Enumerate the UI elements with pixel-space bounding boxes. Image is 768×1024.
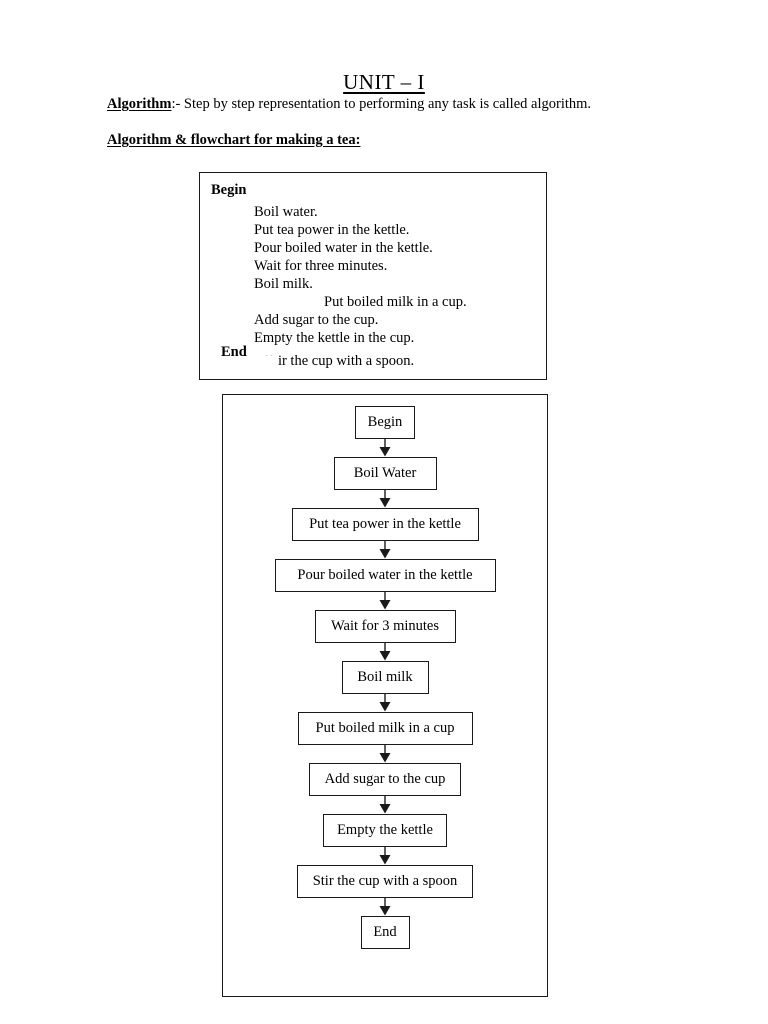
flowchart-arrow-icon (378, 694, 392, 712)
flowchart-node-label: Put boiled milk in a cup (315, 720, 455, 736)
flowchart-arrow-icon (378, 439, 392, 457)
page-title: UNIT – I (0, 70, 768, 95)
flowchart-node: Add sugar to the cup (309, 763, 461, 796)
flowchart-arrow-icon (378, 643, 392, 661)
flowchart-node-label: Add sugar to the cup (324, 771, 446, 787)
flowchart-node-label: Pour boiled water in the kettle (297, 567, 473, 583)
algorithm-definition-text: :- Step by step representation to perfor… (171, 96, 592, 112)
flowchart-arrow-icon (378, 745, 392, 763)
flowchart-node: Stir the cup with a spoon (297, 865, 473, 898)
flowchart-node: Put tea power in the kettle (291, 508, 479, 541)
flowchart-node: Put boiled milk in a cup (297, 712, 473, 745)
flowchart-arrow-icon (378, 541, 392, 559)
flowchart-arrow-icon (378, 490, 392, 508)
flowchart-node-label: Boil milk (357, 669, 413, 685)
flowchart-node: Empty the kettle (323, 814, 447, 847)
algorithm-step: Boil milk. (254, 275, 313, 293)
flowchart-arrow-icon (378, 592, 392, 610)
flowchart-node-label: Put tea power in the kettle (309, 516, 461, 532)
algorithm-begin-label: Begin (211, 182, 247, 198)
algorithm-step-label: Wait for three minutes. (254, 258, 388, 274)
flowchart-node: Pour boiled water in the kettle (274, 559, 496, 592)
flowchart-arrow-icon (378, 847, 392, 865)
algorithm-step: Boil water. (254, 203, 318, 221)
algorithm-step-label: Empty the kettle in the cup. (254, 330, 415, 346)
algorithm-step-label: Boil milk. (254, 276, 313, 292)
algorithm-step: Empty the kettle in the cup. (254, 329, 414, 347)
flowchart-node: Wait for 3 minutes (314, 610, 456, 643)
flowchart-node-label: Boil Water (353, 465, 417, 481)
algorithm-step-label: Add sugar to the cup. (254, 312, 379, 328)
faded-text-artifact: ·· (265, 350, 275, 362)
section-heading: Algorithm & flowchart for making a tea: (107, 132, 361, 148)
flowchart-arrow-icon (378, 898, 392, 916)
algorithm-end-label: End (221, 344, 247, 360)
algorithm-step: Put tea power in the kettle. (254, 221, 409, 239)
flowchart-arrow-icon (378, 796, 392, 814)
flowchart-node: Boil milk (341, 661, 429, 694)
flowchart-node-label: End (373, 924, 397, 940)
algorithm-pseudocode-box: Begin End Boil water. Put tea power in th… (199, 172, 547, 380)
algorithm-step-label: Put boiled milk in a cup. (324, 294, 467, 310)
flowchart-node-label: Empty the kettle (337, 822, 433, 838)
algorithm-step-label: Pour boiled water in the kettle. (254, 240, 433, 256)
flowchart-node: Boil Water (333, 457, 437, 490)
flowchart-node-label: Stir the cup with a spoon (312, 873, 458, 889)
flowchart-node: Begin (355, 406, 415, 439)
flowchart-node-label: Begin (367, 414, 403, 430)
flowchart-node-label: Wait for 3 minutes (331, 618, 439, 634)
algorithm-step: ·· ir the cup with a spoon. (265, 347, 414, 370)
algorithm-definition-term: Algorithm (107, 96, 172, 112)
algorithm-step: Wait for three minutes. (254, 257, 387, 275)
algorithm-step: Add sugar to the cup. (254, 311, 378, 329)
algorithm-definition: Algorithm:- Step by step representation … (107, 96, 591, 113)
algorithm-step-label: Boil water. (254, 204, 318, 220)
page-title-text: UNIT – I (343, 70, 425, 94)
algorithm-step: Put boiled milk in a cup. (324, 293, 467, 311)
algorithm-step: Pour boiled water in the kettle. (254, 239, 433, 257)
flowchart-node: End (360, 916, 410, 949)
algorithm-step-label: Put tea power in the kettle. (254, 222, 410, 238)
algorithm-step-label: ir the cup with a spoon. (274, 352, 415, 369)
